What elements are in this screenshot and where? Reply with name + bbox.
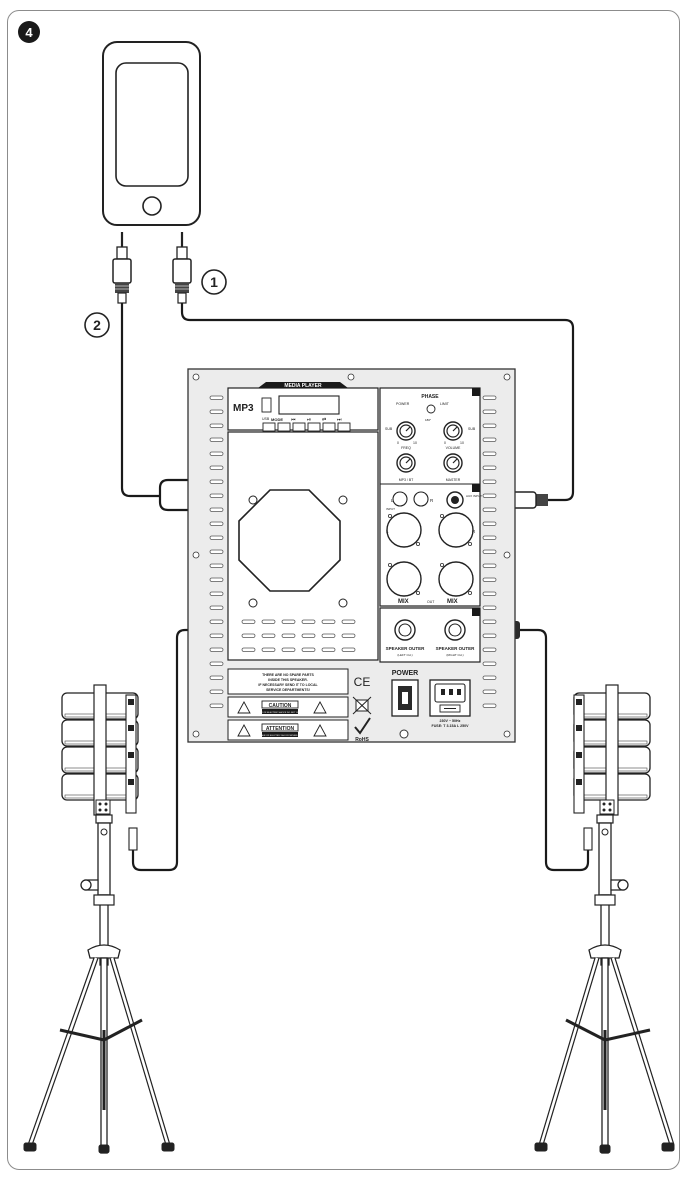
svg-text:(RIGHT CH.): (RIGHT CH.) bbox=[446, 653, 463, 657]
tripod-stand-left bbox=[23, 814, 175, 1154]
svg-text:ATTENTION: ATTENTION bbox=[266, 726, 295, 732]
svg-text:0: 0 bbox=[397, 441, 399, 445]
svg-text:AUX INPUT: AUX INPUT bbox=[466, 494, 482, 498]
svg-text:R: R bbox=[472, 529, 476, 534]
svg-text:OUT: OUT bbox=[427, 600, 435, 604]
svg-text:⏮: ⏮ bbox=[291, 417, 296, 423]
jack-plug-1 bbox=[172, 232, 192, 304]
svg-text:⇄: ⇄ bbox=[322, 417, 326, 423]
svg-text:FREQ: FREQ bbox=[401, 446, 411, 450]
svg-text:LIMIT: LIMIT bbox=[440, 402, 450, 406]
power-section: POWER 230V ~ 50Hz FUSE: T 3.15A L 250V bbox=[391, 670, 471, 728]
amp-controls: PHASE POWER LIMIT 180° SUB SUB 0 10 0 10… bbox=[379, 387, 482, 663]
svg-text:230V ~ 50Hz: 230V ~ 50Hz bbox=[440, 719, 461, 723]
svg-text:⏯: ⏯ bbox=[307, 417, 311, 423]
svg-text:(LEFT CH.): (LEFT CH.) bbox=[397, 653, 412, 657]
svg-text:THERE ARE NO SPARE PARTS: THERE ARE NO SPARE PARTS bbox=[262, 673, 314, 677]
svg-text:POWER: POWER bbox=[396, 402, 410, 406]
svg-text:MP3 / BT: MP3 / BT bbox=[399, 478, 414, 482]
svg-text:180°: 180° bbox=[425, 418, 432, 422]
svg-text:0: 0 bbox=[444, 441, 446, 445]
svg-text:SUB: SUB bbox=[385, 427, 393, 431]
jack-plug-2 bbox=[112, 232, 132, 304]
mp3-module: MEDIA PLAYER MP3 USB MODE ⏮ ⏯ ⇄ ⏭ bbox=[227, 382, 379, 432]
speaker-stack-left bbox=[61, 684, 139, 851]
svg-text:⏭: ⏭ bbox=[337, 417, 342, 423]
tripod-stand-right bbox=[534, 814, 675, 1154]
cable-speaker-right bbox=[520, 628, 590, 872]
checkmark-icon bbox=[354, 717, 371, 735]
svg-text:DANGER OF ELECTRIC SHOCK NEVER: DANGER OF ELECTRIC SHOCK NEVER OPEN bbox=[256, 734, 304, 737]
svg-text:USB: USB bbox=[262, 417, 270, 421]
callout-2: 2 bbox=[84, 312, 110, 338]
certification-marks: CE RoHS bbox=[352, 675, 372, 743]
svg-text:MASTER: MASTER bbox=[446, 478, 461, 482]
svg-text:10: 10 bbox=[413, 441, 417, 445]
svg-text:IF NECESSARY SEND IT TO LOCAL: IF NECESSARY SEND IT TO LOCAL bbox=[258, 683, 318, 687]
weee-bin-icon bbox=[352, 696, 372, 715]
svg-text:L: L bbox=[386, 529, 389, 534]
svg-text:FUSE: T 3.15A L 250V: FUSE: T 3.15A L 250V bbox=[432, 724, 470, 728]
svg-text:INPUT: INPUT bbox=[386, 507, 395, 511]
svg-text:2: 2 bbox=[93, 317, 101, 333]
mp3-buttons bbox=[262, 422, 351, 432]
svg-text:MP3: MP3 bbox=[233, 403, 254, 414]
svg-text:INSIDE THIS SPEAKER.: INSIDE THIS SPEAKER. bbox=[268, 678, 308, 682]
svg-text:PHASE: PHASE bbox=[421, 394, 439, 400]
svg-text:1: 1 bbox=[210, 274, 218, 290]
svg-text:MIX: MIX bbox=[398, 599, 409, 605]
amplifier-panel: MEDIA PLAYER MP3 USB MODE ⏮ ⏯ ⇄ ⏭ bbox=[187, 368, 516, 743]
port-panel bbox=[227, 431, 379, 661]
home-button bbox=[142, 196, 162, 216]
svg-text:SPEAKER OUTER: SPEAKER OUTER bbox=[386, 646, 426, 651]
svg-text:10: 10 bbox=[460, 441, 464, 445]
speaker-stack-right bbox=[573, 684, 651, 851]
cable-aux bbox=[180, 303, 575, 502]
cable-speaker-left bbox=[131, 628, 325, 872]
svg-text:MEDIA PLAYER: MEDIA PLAYER bbox=[284, 383, 322, 389]
svg-text:POWER: POWER bbox=[392, 670, 418, 677]
svg-text:MIX: MIX bbox=[447, 599, 458, 605]
svg-text:L: L bbox=[391, 498, 394, 503]
svg-text:RISK OF ELECTRIC SHOCK DO NOT: RISK OF ELECTRIC SHOCK DO NOT OPEN bbox=[258, 712, 303, 714]
warning-labels: THERE ARE NO SPARE PARTS INSIDE THIS SPE… bbox=[227, 668, 349, 741]
cable-rca bbox=[120, 303, 160, 498]
svg-text:CAUTION: CAUTION bbox=[269, 703, 292, 709]
svg-text:VOLUME: VOLUME bbox=[446, 446, 461, 450]
cables bbox=[120, 303, 590, 872]
figure-frame bbox=[7, 10, 680, 1170]
svg-text:SERVICE DEPARTMENTS!: SERVICE DEPARTMENTS! bbox=[266, 688, 310, 692]
svg-text:RoHS: RoHS bbox=[355, 737, 369, 743]
svg-text:SUB: SUB bbox=[468, 427, 476, 431]
svg-text:R: R bbox=[430, 498, 434, 503]
smartphone bbox=[102, 41, 201, 226]
step-badge: 4 bbox=[18, 21, 40, 43]
callout-1: 1 bbox=[201, 269, 227, 295]
svg-text:MODE: MODE bbox=[271, 417, 283, 422]
svg-text:SPEAKER OUTER: SPEAKER OUTER bbox=[436, 646, 476, 651]
svg-text:CE: CE bbox=[354, 675, 371, 689]
